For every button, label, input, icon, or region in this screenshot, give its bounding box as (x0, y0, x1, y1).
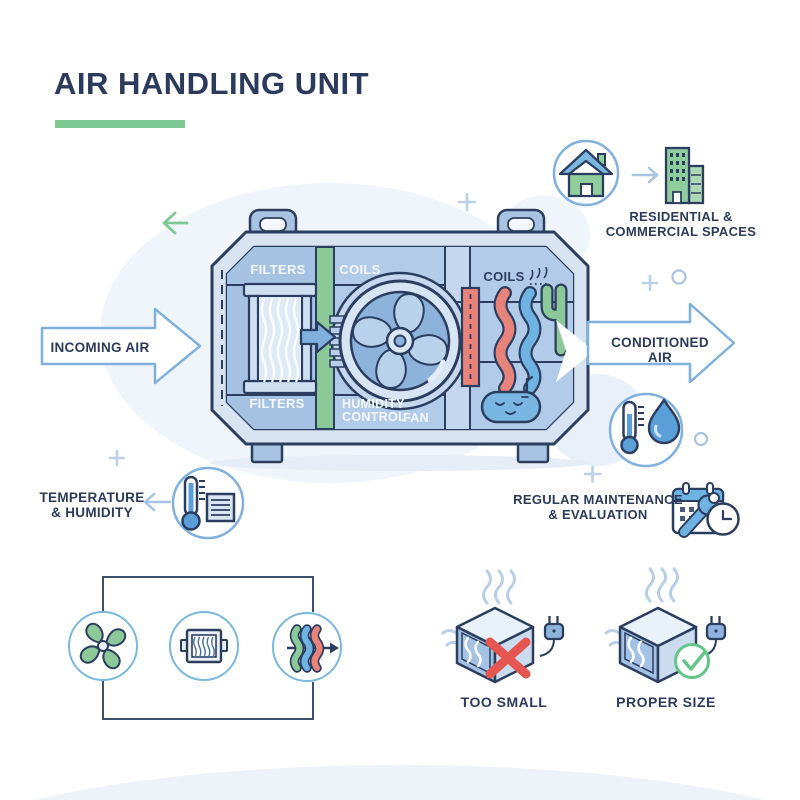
title-underline (55, 120, 185, 128)
green-pipe-icon (540, 283, 568, 357)
spaces-label: RESIDENTIAL & COMMERCIAL SPACES (605, 209, 757, 239)
thermometer-vent-icon (181, 475, 236, 531)
heating-coil-icon (493, 286, 517, 395)
airflow-arrow-icon (299, 320, 337, 354)
temperature-label: TEMPERATURE & HUMIDITY (39, 490, 145, 520)
drain-pan-icon (480, 375, 542, 424)
maintenance-label: REGULAR MAINTENANCE & EVALUATION (513, 492, 683, 522)
check-icon (674, 643, 710, 679)
unit-shadow (210, 455, 590, 471)
heating-element-icon (460, 286, 481, 388)
components-bracket (68, 576, 342, 720)
conditioned-air-arrow (586, 302, 736, 384)
too-small-label: TOO SMALL (460, 694, 548, 710)
cross-icon (485, 637, 531, 679)
building-icon (664, 146, 705, 205)
arrow-right-icon (631, 166, 659, 184)
fan-icon (79, 622, 127, 670)
unit-label-filters-bottom: FILTERS (249, 396, 305, 411)
unit-label-coils-top: COILS (339, 262, 381, 277)
calendar-wrench-clock-icon (671, 482, 740, 538)
temperature-callout (143, 466, 245, 540)
unit-label-filters-top: FILTERS (250, 262, 306, 277)
coils-icon (287, 624, 339, 673)
house-icon (558, 148, 614, 198)
maintenance-callout (608, 392, 740, 538)
cooling-coil-icon (518, 286, 542, 395)
spaces-callout (552, 139, 705, 207)
incoming-air-arrow (40, 307, 202, 385)
filter-element-icon (242, 282, 318, 395)
green-arrow-left-icon (162, 211, 189, 235)
unit-label-fan: FAN (403, 411, 429, 425)
exit-arrow-icon (556, 320, 594, 382)
air-handling-unit (210, 208, 594, 471)
unit-label-humidity-control: HUMIDITY CONTROL (342, 397, 406, 424)
decorations (108, 192, 709, 483)
page-title: AIR HANDLING UNIT (54, 66, 370, 101)
circle-decoration (693, 431, 709, 447)
proper-size-unit-plug-icon (604, 567, 727, 684)
undersized-unit-plug-icon (441, 569, 565, 684)
thermometer-droplet-icon (620, 398, 681, 455)
circle-decoration (671, 269, 687, 285)
proper-size-label: PROPER SIZE (616, 694, 716, 710)
fan-icon (338, 279, 462, 403)
unit-label-coils-right: COILS (483, 269, 525, 284)
conditioned-air-label: CONDITIONED AIR (611, 335, 709, 365)
incoming-air-label: INCOMING AIR (50, 340, 150, 355)
arrow-left-icon (143, 492, 172, 512)
filter-icon (180, 628, 228, 664)
plus-decoration (108, 192, 659, 483)
